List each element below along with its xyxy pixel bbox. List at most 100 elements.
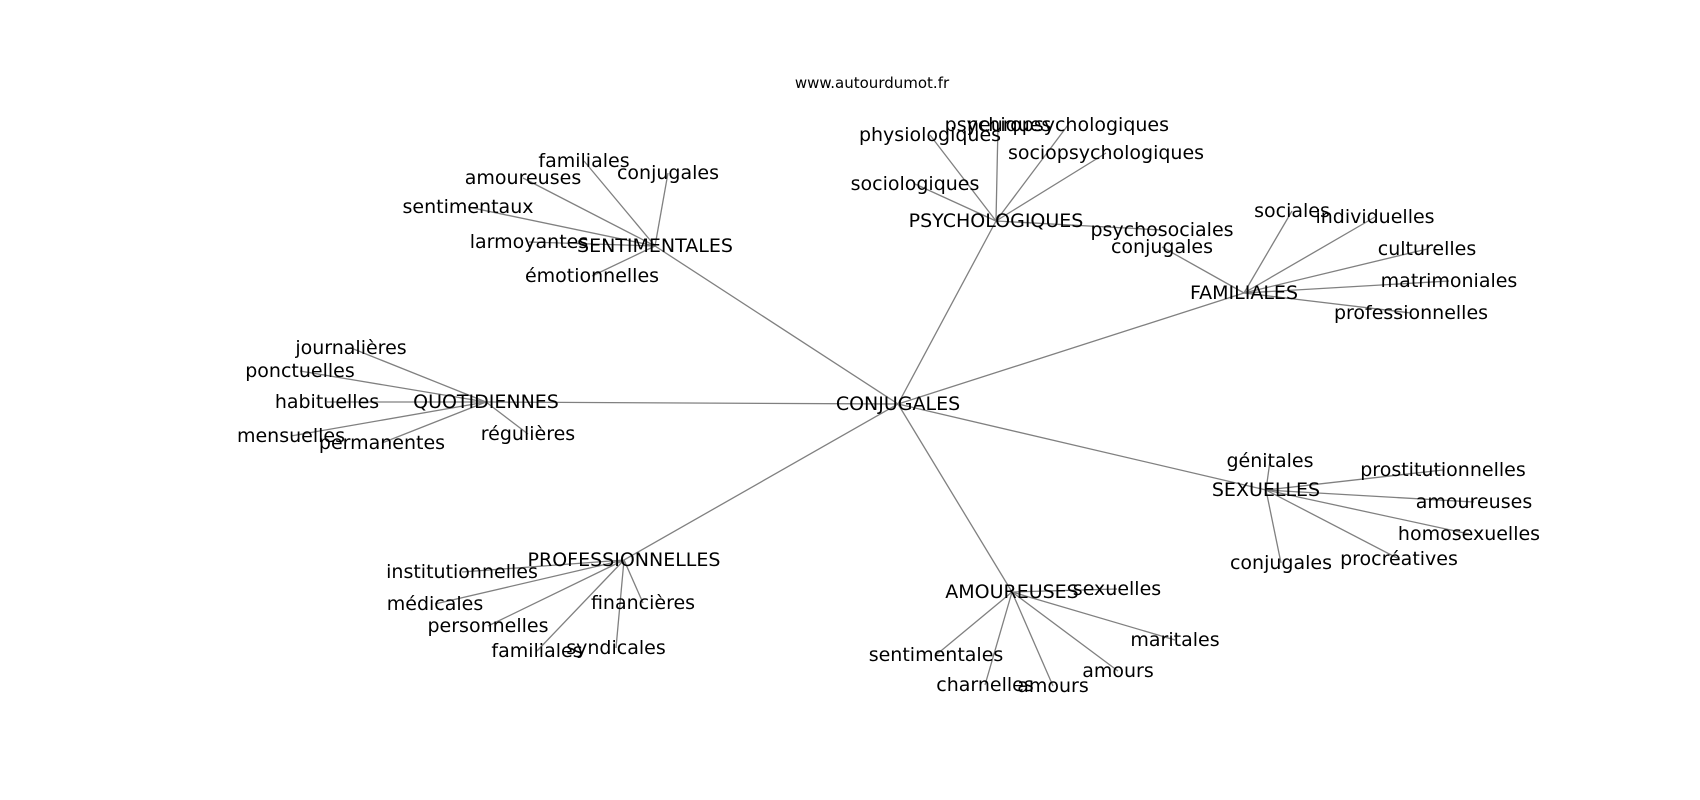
edge-group-leaf: [522, 177, 656, 247]
edge-group-leaf: [1161, 246, 1245, 294]
leaf-node-label: amours: [1017, 675, 1089, 697]
edge-root-group: [897, 220, 997, 405]
edge-group-leaf: [1011, 588, 1118, 593]
edge-group-leaf: [461, 559, 625, 573]
edge-group-leaf: [1243, 248, 1428, 294]
leaf-node-label: larmoyantes: [470, 231, 589, 253]
leaf-node-label: médicales: [387, 593, 484, 615]
leaf-node-label: sociologiques: [851, 173, 980, 195]
group-node-label: FAMILIALES: [1190, 282, 1298, 304]
edge-group-leaf: [350, 347, 487, 403]
leaf-node-label: familiales: [491, 640, 582, 662]
root-node-label: CONJUGALES: [836, 393, 960, 415]
leaf-node-label: sociopsychologiques: [1008, 142, 1204, 164]
edge-group-leaf: [995, 124, 1069, 222]
leaf-node-label: permanentes: [319, 432, 445, 454]
edge-group-leaf: [434, 559, 625, 605]
edge-group-leaf: [929, 134, 997, 222]
edge-group-leaf: [914, 183, 997, 222]
leaf-node-label: matrimoniales: [1381, 270, 1518, 292]
edge-group-leaf: [1265, 469, 1444, 491]
leaf-node-label: financières: [591, 592, 695, 614]
edge-group-leaf: [1243, 210, 1293, 294]
leaf-node-label: neuropsychologiques: [967, 114, 1169, 136]
leaf-node-label: sentimentaux: [403, 196, 534, 218]
leaf-node-label: mensuelles: [237, 425, 345, 447]
leaf-node-label: génitales: [1226, 450, 1313, 472]
edge-group-leaf: [1265, 489, 1282, 564]
leaf-node-label: physiologiques: [859, 124, 1001, 146]
edge-group-leaf: [654, 172, 669, 247]
leaf-node-label: professionnelles: [1334, 302, 1488, 324]
leaf-node-label: homosexuelles: [1398, 523, 1540, 545]
leaf-node-label: habituelles: [275, 391, 379, 413]
leaf-node-label: ponctuelles: [245, 360, 355, 382]
edge-group-leaf: [1243, 292, 1412, 314]
leaf-node-label: conjugales: [1111, 236, 1213, 258]
edge-group-leaf: [528, 241, 656, 247]
leaf-node-label: journalières: [294, 337, 406, 359]
group-node-label: SENTIMENTALES: [577, 235, 733, 257]
edge-root-group: [897, 403, 1267, 491]
leaf-node-label: maritales: [1130, 629, 1219, 651]
edge-group-leaf: [591, 245, 656, 277]
edge-group-leaf: [984, 591, 1013, 686]
edge-group-leaf: [995, 152, 1107, 222]
edge-group-leaf: [615, 559, 625, 649]
group-node-label: PSYCHOLOGIQUES: [909, 210, 1084, 232]
leaf-node-label: amoureuses: [1416, 491, 1532, 513]
edge-root-group: [897, 403, 1013, 593]
leaf-node-label: procréatives: [1340, 548, 1458, 570]
edge-group-leaf: [1243, 280, 1450, 294]
leaf-node-label: amoureuses: [465, 167, 581, 189]
edge-group-leaf: [995, 124, 999, 222]
leaf-node-label: sexuelles: [1073, 578, 1161, 600]
group-node-label: AMOUREUSES: [945, 581, 1079, 603]
edge-group-leaf: [583, 160, 656, 247]
edge-group-leaf: [1265, 460, 1271, 491]
labels-layer: CONJUGALESSENTIMENTALESfamilialesamoureu…: [237, 114, 1540, 697]
leaf-node-label: régulières: [481, 423, 575, 445]
edge-group-leaf: [1265, 489, 1470, 535]
leaf-node-label: conjugales: [617, 162, 719, 184]
leaf-node-label: émotionnelles: [525, 265, 659, 287]
leaf-node-label: conjugales: [1230, 552, 1332, 574]
edge-group-leaf: [1011, 591, 1054, 687]
edge-group-leaf: [623, 559, 644, 604]
edge-group-leaf: [467, 206, 656, 247]
leaf-node-label: familiales: [538, 150, 629, 172]
edge-group-leaf: [299, 370, 487, 403]
edge-group-leaf: [1265, 489, 1400, 560]
edge-root-group: [654, 245, 899, 405]
edge-group-leaf: [487, 559, 625, 627]
edge-group-leaf: [1011, 591, 1176, 641]
edges-layer: [290, 124, 1475, 687]
edge-group-leaf: [1265, 489, 1475, 503]
leaf-node-label: personnelles: [427, 615, 548, 637]
leaf-node-label: individuelles: [1315, 206, 1434, 228]
leaf-node-label: sociales: [1254, 200, 1330, 222]
edge-group-leaf: [995, 220, 1163, 231]
edge-group-leaf: [485, 401, 529, 435]
group-node-label: QUOTIDIENNES: [413, 391, 559, 413]
leaf-node-label: sentimentales: [869, 644, 1004, 666]
edge-root-group: [623, 403, 899, 561]
leaf-node-label: institutionnelles: [386, 561, 538, 583]
edge-root-group: [485, 401, 899, 405]
leaf-node-label: amours: [1082, 660, 1154, 682]
leaf-node-label: prostitutionnelles: [1360, 459, 1525, 481]
edge-group-leaf: [290, 401, 487, 437]
leaf-node-label: syndicales: [566, 637, 665, 659]
edge-group-leaf: [1243, 216, 1376, 294]
group-node-label: SEXUELLES: [1212, 479, 1320, 501]
group-node-label: PROFESSIONNELLES: [528, 549, 721, 571]
edge-group-leaf: [935, 591, 1013, 656]
edge-root-group: [897, 292, 1245, 405]
edge-group-leaf: [381, 401, 487, 444]
edge-group-leaf: [536, 559, 625, 652]
edge-group-leaf: [1011, 591, 1119, 672]
source-url: www.autourdumot.fr: [795, 74, 950, 92]
leaf-node-label: psychosociales: [1090, 219, 1233, 241]
leaf-node-label: culturelles: [1378, 238, 1477, 260]
